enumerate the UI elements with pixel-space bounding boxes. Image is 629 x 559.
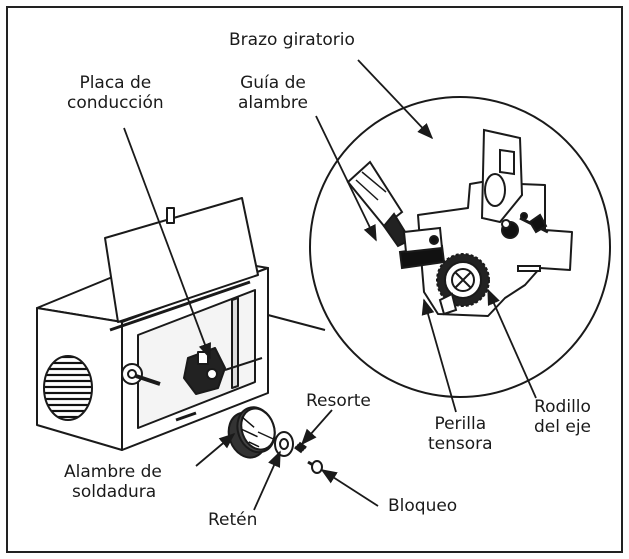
- retainer-hole: [279, 438, 289, 450]
- retainer-arrow: [253, 450, 281, 511]
- label-drive-roller-line1: Rodillo: [534, 397, 591, 417]
- tension-wingnut: [528, 213, 548, 234]
- label-spring: Resorte: [306, 391, 371, 411]
- label-retainer: Retén: [208, 510, 258, 530]
- ventilation-grille: [43, 355, 93, 421]
- drive-mechanism: [183, 347, 226, 395]
- label-drive-plate: Placa de conducción: [67, 73, 164, 113]
- spring-part: [294, 441, 307, 454]
- label-tension-knob-line2: tensora: [428, 434, 493, 454]
- label-tension-knob: Perilla tensora: [428, 414, 493, 454]
- label-welding-wire-line1: Alambre de: [64, 462, 162, 482]
- label-lock: Bloqueo: [388, 496, 458, 516]
- drive-plate-arrow: [123, 127, 211, 360]
- plate-slot: [517, 265, 541, 272]
- lock-arrow: [320, 469, 379, 507]
- label-drive-plate-line2: conducción: [67, 93, 164, 113]
- label-drive-roller-line2: del eje: [534, 417, 592, 437]
- label-welding-wire: Alambre de soldadura: [64, 462, 162, 502]
- side-door: [104, 197, 259, 323]
- door-hinge: [109, 280, 251, 332]
- drive-roller-small: [206, 368, 218, 380]
- wire-spool: [227, 406, 276, 459]
- swing-arm-slot: [499, 148, 515, 176]
- compartment-bracket: [231, 297, 239, 389]
- pivot-pin: [501, 219, 511, 229]
- swing-arm-arrow: [357, 59, 434, 140]
- callout-arrows: [123, 59, 537, 511]
- tension-knob-arrow: [421, 298, 457, 413]
- label-swing-arm: Brazo giratorio: [229, 30, 355, 50]
- housing-foot: [175, 411, 197, 422]
- swing-arm-pivot: [484, 173, 506, 207]
- detail-leader: [267, 314, 326, 331]
- roller-retainer: [438, 292, 458, 316]
- wire-guide-ridges: [355, 171, 387, 201]
- label-drive-roller: Rodillo del eje: [534, 397, 591, 437]
- outer-frame: [6, 6, 623, 553]
- wire-guide-tube: [346, 160, 404, 228]
- spool-spindle: [135, 374, 161, 386]
- label-drive-plate-line1: Placa de: [79, 73, 152, 93]
- spring-arrow: [300, 409, 333, 446]
- lock-part: [307, 460, 323, 474]
- guide-bracket: [402, 226, 444, 254]
- wire-guide-arrow: [315, 115, 377, 242]
- plate-screw: [520, 212, 528, 220]
- label-wire-guide-line1: Guía de: [240, 73, 306, 93]
- welding-wire-arrow: [195, 432, 236, 467]
- drive-roller-hub-cross: [454, 271, 472, 289]
- door-latch: [166, 207, 175, 224]
- detail-magnifier: [267, 96, 611, 398]
- guide-screw: [429, 235, 439, 245]
- label-tension-knob-line1: Perilla: [434, 414, 487, 434]
- spool-assembly: [227, 406, 323, 474]
- drive-mechanism-part: [197, 351, 209, 365]
- label-wire-guide-line2: alambre: [238, 93, 308, 113]
- drive-roller-arrow: [487, 288, 537, 399]
- label-welding-wire-line2: soldadura: [72, 482, 157, 502]
- feed-wire: [224, 357, 263, 371]
- label-wire-guide: Guía de alambre: [238, 73, 308, 113]
- spool-hub-center: [127, 369, 137, 379]
